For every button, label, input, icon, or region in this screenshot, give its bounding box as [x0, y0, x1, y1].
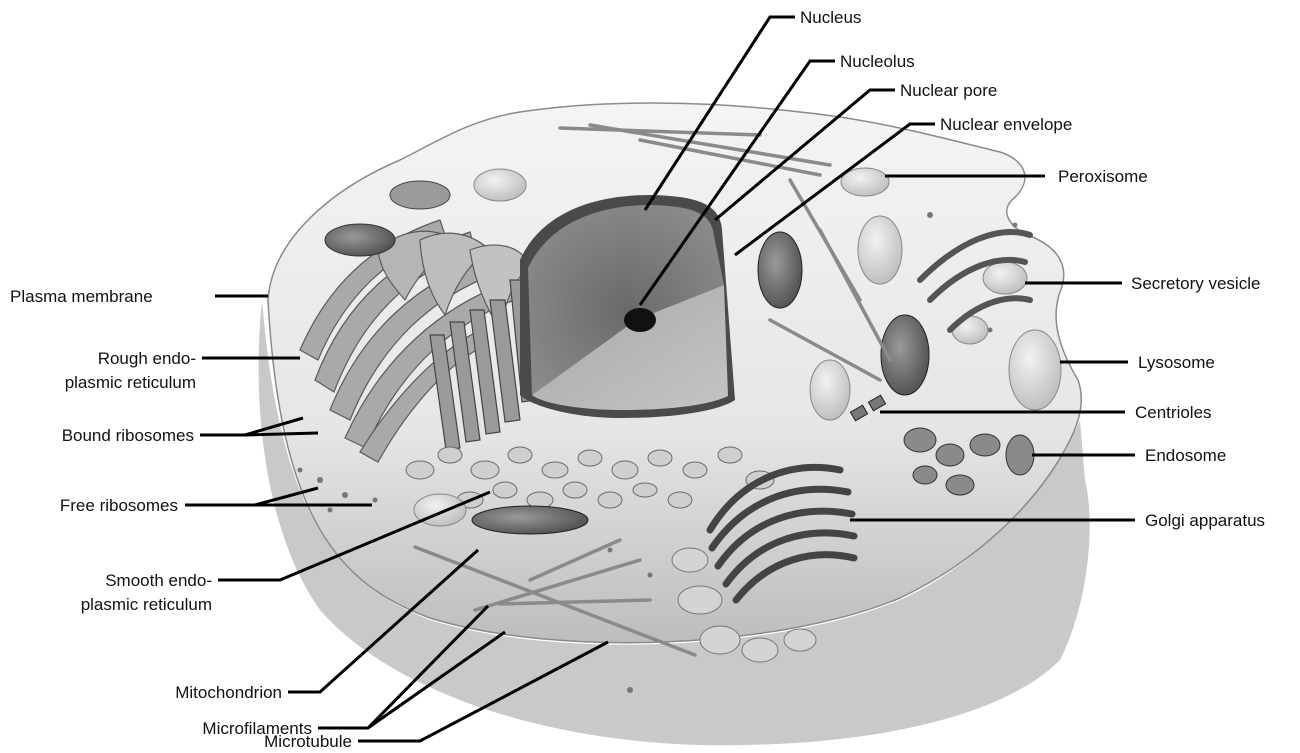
label-plasma-membrane: Plasma membrane: [10, 287, 153, 306]
label-rough-er-2: plasmic reticulum: [65, 373, 196, 392]
label-nuclear-pore: Nuclear pore: [900, 81, 997, 100]
label-nucleolus: Nucleolus: [840, 52, 915, 71]
secretory-vesicle-shape: [983, 262, 1027, 294]
label-smooth-er-2: plasmic reticulum: [81, 595, 212, 614]
leader-bound-ribosomes-2: [245, 433, 318, 435]
label-endosome: Endosome: [1145, 446, 1226, 465]
label-secretory-vesicle: Secretory vesicle: [1131, 274, 1260, 293]
label-golgi-apparatus: Golgi apparatus: [1145, 511, 1265, 530]
nucleolus-shape: [624, 308, 656, 332]
label-mitochondrion: Mitochondrion: [175, 683, 282, 702]
label-centrioles: Centrioles: [1135, 403, 1212, 422]
label-nuclear-envelope: Nuclear envelope: [940, 115, 1072, 134]
mitochondrion-shape: [472, 506, 588, 534]
label-microtubule: Microtubule: [264, 732, 352, 751]
nucleus-structure: [520, 195, 735, 418]
label-bound-ribosomes: Bound ribosomes: [62, 426, 194, 445]
label-lysosome: Lysosome: [1138, 353, 1215, 372]
peroxisome-shape: [841, 168, 889, 196]
label-peroxisome: Peroxisome: [1058, 167, 1148, 186]
lysosome-shape: [1009, 330, 1061, 410]
label-nucleus: Nucleus: [800, 8, 861, 27]
label-free-ribosomes: Free ribosomes: [60, 496, 178, 515]
label-rough-er-1: Rough endo-: [98, 349, 196, 368]
label-smooth-er-1: Smooth endo-: [105, 571, 212, 590]
